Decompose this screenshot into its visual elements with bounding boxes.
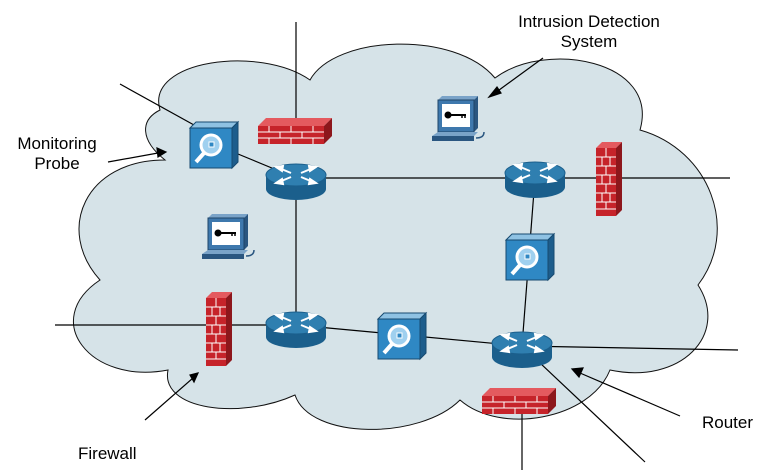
ids-label: Intrusion Detection System (494, 12, 684, 52)
router-icon (265, 163, 327, 201)
ids-label-line1: Intrusion Detection (518, 12, 660, 31)
callout-arrows (107, 57, 681, 421)
monitoring-probe-icon (188, 120, 240, 170)
router-icon (491, 331, 553, 369)
network-cloud (72, 43, 718, 430)
router-icon (265, 311, 327, 349)
probe-label-line1: Monitoring (17, 134, 97, 153)
monitoring-probe-icon (376, 311, 428, 361)
firewall-icon (205, 291, 233, 367)
probe-label-line2: Probe (34, 154, 80, 173)
ids-label-line2: System (560, 32, 618, 51)
firewall-label: Firewall (78, 444, 137, 463)
router-icon (504, 161, 566, 199)
probe-label: Monitoring Probe (4, 134, 110, 174)
firewall-icon (595, 141, 623, 217)
monitoring-probe-icon (504, 232, 556, 282)
router-label: Router (702, 413, 754, 432)
firewall-icon (257, 117, 333, 145)
firewall-icon (481, 387, 557, 415)
